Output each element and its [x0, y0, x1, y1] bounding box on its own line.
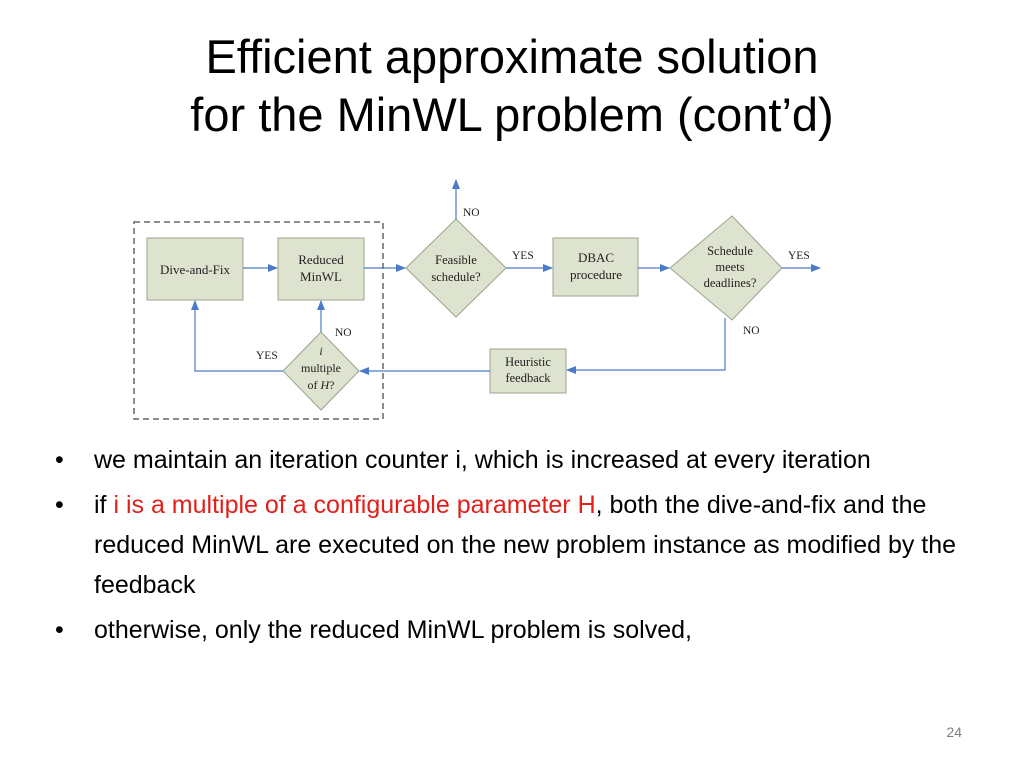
deadlines-label-line-1: Schedule — [707, 244, 753, 258]
bullet-text: otherwise, only the reduced MinWL proble… — [94, 616, 692, 644]
dbac-procedure-node: DBAC procedure — [552, 237, 639, 297]
bullet-text: we maintain an iteration counter i, whic… — [94, 446, 871, 474]
feasible-schedule-label-line-1: Feasible — [435, 253, 477, 267]
multiple-label-line-1: i — [319, 344, 322, 358]
label-multiple-no: NO — [335, 327, 352, 339]
slide-title-line-2: for the MinWL problem (cont’d) — [190, 88, 834, 141]
label-deadlines-no: NO — [743, 325, 760, 337]
bullet-dot: • — [55, 446, 64, 474]
label-deadlines-yes: YES — [788, 250, 810, 262]
heuristic-label-line-1: Heuristic — [505, 355, 551, 369]
page-number: 24 — [946, 724, 962, 740]
bullet-list: • we maintain an iteration counter i, wh… — [55, 440, 975, 655]
slide-title: Efficient approximate solution for the M… — [0, 28, 1024, 144]
multiple-label-line-3: of H? — [308, 378, 335, 392]
i-multiple-of-h-decision: i multiple of H? — [282, 331, 360, 411]
arrow-deadlines-no-to-heuristic — [566, 318, 726, 374]
multiple-label-of: of — [308, 378, 321, 392]
dashed-group-border — [133, 221, 384, 420]
reduced-minwl-label-line-1: Reduced — [298, 252, 344, 267]
arrow-multiple-yes-to-dive — [191, 300, 283, 372]
bullet-item-2: • if i is a multiple of a configurable p… — [55, 485, 975, 605]
dive-and-fix-label: Dive-and-Fix — [160, 262, 231, 277]
slide-title-line-1: Efficient approximate solution — [205, 30, 819, 83]
bullet-item-3: • otherwise, only the reduced MinWL prob… — [55, 610, 975, 650]
bullet-dot: • — [55, 491, 64, 519]
bullet-dot: • — [55, 616, 64, 644]
feasible-schedule-label-line-2: schedule? — [431, 270, 481, 284]
multiple-label-h: H — [320, 378, 331, 392]
bullet-item-1: • we maintain an iteration counter i, wh… — [55, 440, 975, 480]
bullet-text-suffix: , both the dive-and-fix and the reduced … — [94, 491, 957, 599]
flow-arrows — [191, 179, 821, 375]
bullet-highlight-text: i is a multiple of a configurable parame… — [113, 491, 596, 519]
bullet-text-prefix: if — [94, 491, 114, 519]
dbac-label-line-2: procedure — [570, 267, 622, 282]
flowchart-diagram: Dive-and-Fix Reduced MinWL Feasible sche… — [133, 179, 821, 420]
reduced-minwl-label-line-2: MinWL — [300, 269, 342, 284]
deadlines-label-line-2: meets — [715, 260, 744, 274]
dive-and-fix-node: Dive-and-Fix — [146, 237, 244, 301]
heuristic-feedback-node: Heuristic feedback — [489, 348, 567, 394]
multiple-label-qmark: ? — [329, 378, 334, 392]
heuristic-label-line-2: feedback — [505, 371, 551, 385]
reduced-minwl-node: Reduced MinWL — [277, 237, 365, 301]
multiple-label-line-2: multiple — [301, 361, 341, 375]
feasible-schedule-decision: Feasible schedule? — [405, 218, 507, 318]
label-feasible-yes: YES — [512, 250, 534, 262]
dbac-label-line-1: DBAC — [578, 250, 614, 265]
deadlines-label-line-3: deadlines? — [704, 276, 757, 290]
schedule-meets-deadlines-decision: Schedule meets deadlines? — [669, 215, 783, 321]
label-feasible-no: NO — [463, 207, 480, 219]
label-multiple-yes: YES — [256, 350, 278, 362]
